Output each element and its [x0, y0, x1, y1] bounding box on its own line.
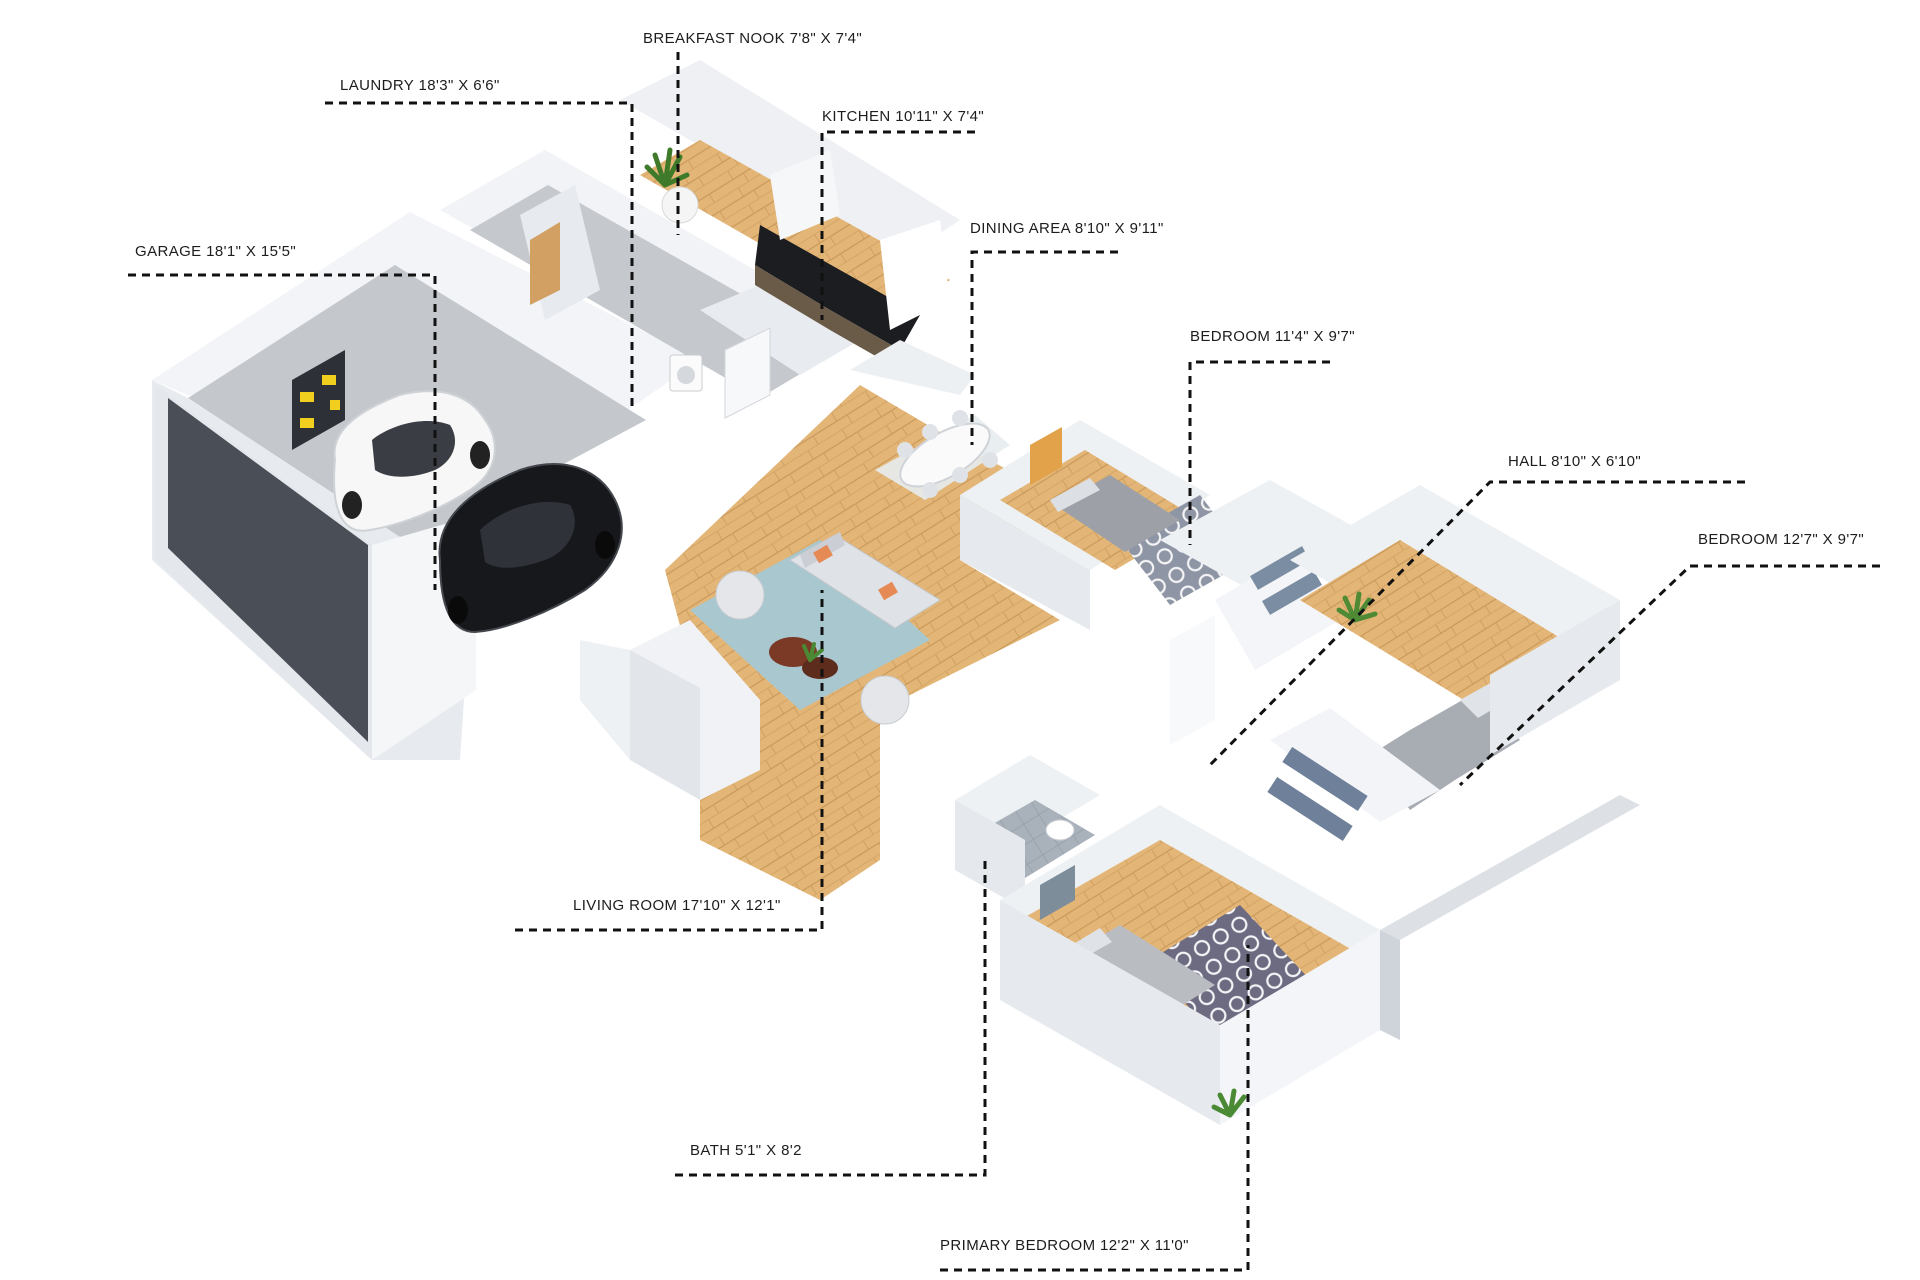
- laundry-door: [530, 222, 560, 305]
- bath-area: [955, 755, 1100, 910]
- breakfast-table: [661, 186, 699, 224]
- leader-laundry: [325, 101, 634, 412]
- plant-icon: [1211, 1088, 1247, 1118]
- plant-icon: [802, 642, 824, 662]
- room-label-garage: GARAGE 18'1" X 15'5": [135, 243, 297, 260]
- room-label-bedroom: BEDROOM 11'4" X 9'7": [1190, 328, 1355, 345]
- room-label-bedroom-2: BEDROOM 12'7" X 9'7": [1698, 531, 1865, 548]
- room-label-bath: BATH 5'1" X 8'2: [690, 1142, 802, 1159]
- leader-dining: [970, 250, 1118, 445]
- room-label-laundry: LAUNDRY 18'3" X 6'6": [340, 77, 500, 94]
- car-icon: [438, 463, 623, 634]
- room-label-living-room: LIVING ROOM 17'10" X 12'1": [573, 897, 781, 914]
- room-label-dining-area: DINING AREA 8'10" X 9'11": [970, 220, 1164, 237]
- leader-lines: [128, 52, 1880, 1272]
- armchair: [715, 570, 765, 620]
- room-label-hall: HALL 8'10" X 6'10": [1508, 453, 1642, 470]
- wall-art: [1040, 865, 1075, 920]
- kitchen-area: [620, 60, 960, 370]
- room-label-kitchen: KITCHEN 10'11" X 7'4": [822, 108, 985, 125]
- toilet: [1045, 819, 1075, 841]
- bed-icon: [1050, 475, 1180, 552]
- plant-icon: [644, 147, 690, 188]
- hall-closet: [1250, 546, 1310, 590]
- armchair: [860, 675, 910, 725]
- laundry-area: [440, 150, 860, 419]
- room-label-breakfast-nook: BREAKFAST NOOK 7'8" X 7'4": [643, 30, 863, 47]
- primary-bedroom: [1000, 805, 1380, 1125]
- leader-garage: [128, 273, 437, 590]
- garage-area: [152, 212, 700, 760]
- sofa-icon: [789, 532, 941, 629]
- leader-living: [515, 590, 824, 932]
- leader-primary: [940, 945, 1250, 1272]
- hall-area: [1160, 480, 1360, 745]
- kitchen-counter: [755, 225, 920, 350]
- exterior-wall: [1380, 795, 1640, 940]
- garage-shelving: [292, 350, 345, 450]
- leader-bath: [675, 855, 987, 1177]
- garage-door: [168, 398, 368, 742]
- bedroom-2: [1267, 485, 1620, 842]
- living-room-furniture: [690, 532, 941, 725]
- front-walls: [580, 620, 760, 800]
- wall-art: [1030, 427, 1062, 485]
- leader-bedroom2: [1458, 564, 1880, 787]
- bedroom-closet: [1282, 746, 1368, 812]
- leader-bedroom1: [1188, 360, 1330, 545]
- dining-table-icon: [875, 410, 1010, 500]
- leader-hall: [1208, 480, 1745, 767]
- room-label-primary-bedroom: PRIMARY BEDROOM 12'2" X 11'0": [940, 1237, 1189, 1254]
